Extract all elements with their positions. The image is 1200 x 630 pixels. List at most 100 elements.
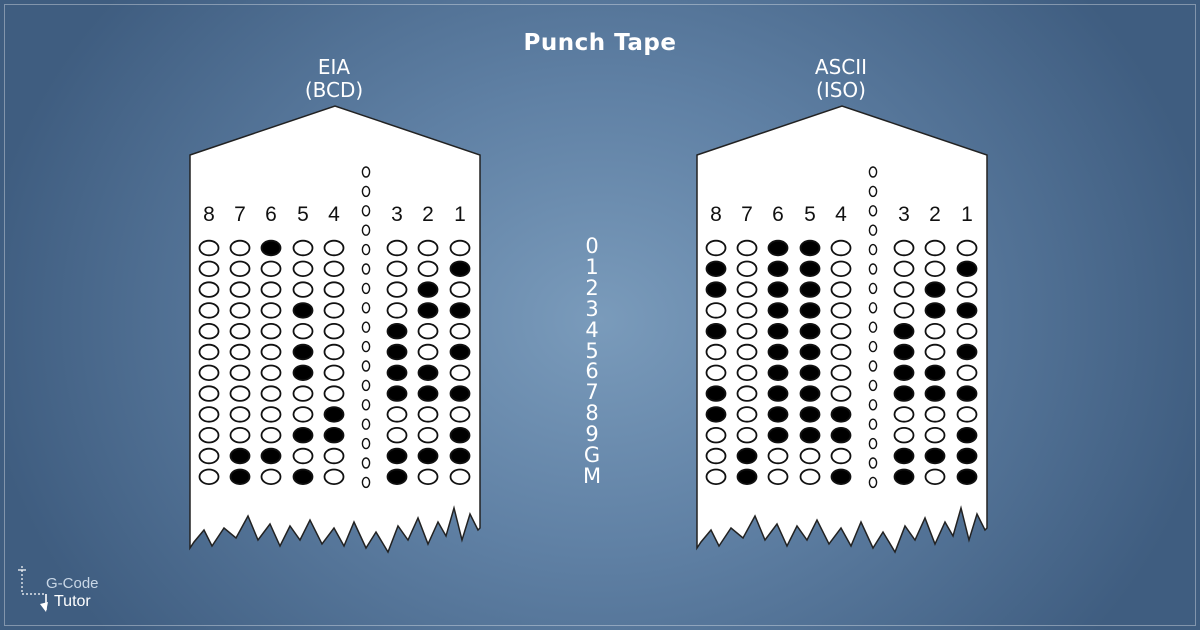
eia-empty-hole [198,364,220,382]
ascii-empty-hole [799,468,821,486]
ascii-empty-hole [830,385,852,402]
eia-empty-hole [292,239,314,257]
ascii-sprocket-hole [868,457,878,469]
eia-punched-hole [229,468,251,486]
ascii-channel-label: 1 [961,203,973,226]
ascii-empty-hole [705,364,727,382]
eia-punched-hole [386,468,408,486]
eia-sprocket-hole [361,224,371,236]
eia-empty-hole [449,239,471,257]
eia-empty-hole [386,260,408,278]
eia-punched-hole [449,302,471,319]
ascii-punched-hole [893,447,915,465]
character-label: 4 [585,317,599,342]
eia-sprocket-hole [361,399,371,411]
eia-empty-hole [323,364,345,382]
eia-empty-hole [292,447,314,465]
eia-empty-hole [198,260,220,278]
eia-empty-hole [323,323,345,340]
ascii-empty-hole [893,281,915,298]
eia-empty-hole [292,260,314,278]
eia-empty-hole [417,323,439,340]
ascii-punched-hole [924,364,946,382]
eia-empty-hole [417,343,439,361]
ascii-empty-hole [767,447,789,465]
ascii-punched-hole [956,302,978,319]
character-label: 0 [585,234,599,258]
logo-text-tutor: Tutor [54,593,91,610]
ascii-punched-hole [767,427,789,444]
ascii-punched-hole [705,385,727,402]
eia-sprocket-hole [361,457,371,469]
ascii-punched-hole [893,364,915,382]
ascii-label-line1: ASCII [814,55,868,79]
eia-empty-hole [260,281,282,298]
eia-punched-hole [292,468,314,486]
ascii-empty-hole [705,239,727,257]
eia-empty-hole [260,385,282,402]
ascii-punched-hole [799,364,821,382]
eia-sprocket-hole [361,205,371,217]
ascii-empty-hole [767,468,789,486]
eia-empty-hole [260,343,282,361]
eia-sprocket-hole [361,302,371,314]
eia-empty-hole [292,281,314,298]
ascii-empty-hole [736,385,758,402]
character-label: 8 [585,401,599,426]
eia-empty-hole [260,468,282,486]
ascii-punched-hole [799,302,821,319]
eia-sprocket-hole [361,263,371,275]
eia-empty-hole [229,260,251,278]
ascii-empty-hole [705,343,727,361]
ascii-punched-hole [705,281,727,298]
page-title: Punch Tape [523,30,677,56]
ascii-empty-hole [924,406,946,423]
ascii-empty-hole [924,343,946,361]
character-label: 7 [585,380,599,405]
eia-empty-hole [198,427,220,444]
ascii-empty-hole [736,281,758,298]
ascii-sprocket-hole [868,360,878,372]
eia-empty-hole [386,302,408,319]
ascii-punched-hole [893,323,915,340]
ascii-empty-hole [830,239,852,257]
ascii-empty-hole [956,406,978,423]
ascii-punched-hole [924,447,946,465]
ascii-punched-hole [956,343,978,361]
ascii-punched-hole [956,427,978,444]
ascii-punched-hole [893,468,915,486]
ascii-punched-hole [956,260,978,278]
ascii-empty-hole [705,468,727,486]
ascii-empty-hole [705,427,727,444]
eia-empty-hole [198,281,220,298]
eia-empty-hole [229,239,251,257]
ascii-punched-hole [736,468,758,486]
ascii-empty-hole [956,323,978,340]
eia-punched-hole [260,239,282,257]
eia-empty-hole [260,406,282,423]
eia-punched-hole [449,260,471,278]
ascii-channel-label: 6 [772,203,784,226]
character-label: 2 [585,275,599,300]
eia-punched-hole [386,447,408,465]
character-label: G [583,443,601,468]
ascii-empty-hole [830,343,852,361]
eia-empty-hole [323,302,345,319]
ascii-punched-hole [705,323,727,340]
ascii-empty-hole [830,447,852,465]
character-label: 1 [585,254,599,279]
eia-punched-hole [417,447,439,465]
ascii-sprocket-hole [868,185,878,198]
eia-empty-hole [323,447,345,465]
eia-punched-hole [292,364,314,382]
eia-sprocket-hole [361,185,371,198]
ascii-punched-hole [736,447,758,465]
ascii-punched-hole [767,323,789,340]
eia-empty-hole [260,364,282,382]
ascii-punched-hole [767,302,789,319]
eia-sprocket-hole [361,360,371,372]
ascii-punched-hole [893,343,915,361]
ascii-punched-hole [799,239,821,257]
ascii-empty-hole [830,260,852,278]
